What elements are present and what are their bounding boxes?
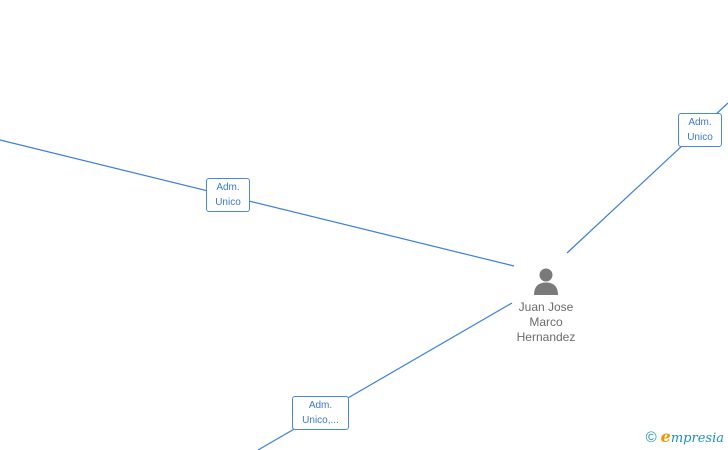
relation-label-left[interactable]: Adm. Unico <box>206 178 250 212</box>
relation-label-line2: Unico,... <box>302 415 339 426</box>
person-name[interactable]: Juan Jose Marco Hernandez <box>500 300 592 345</box>
brand-name: mpresia <box>670 431 724 446</box>
person-node[interactable]: Juan Jose Marco Hernandez <box>500 266 592 345</box>
relation-label-line1: Adm. <box>216 182 240 193</box>
relation-label-line1: Adm. <box>688 117 712 128</box>
person-name-line2: Marco <box>529 315 563 329</box>
relation-label-line1: Adm. <box>308 400 333 411</box>
edge-left-company <box>0 139 515 267</box>
relation-label-line2: Unico <box>215 197 241 208</box>
footer-brand: © empresia <box>645 427 724 447</box>
relation-label-line2: Unico <box>687 132 713 143</box>
person-icon <box>534 268 558 295</box>
relation-label-top-right[interactable]: Adm. Unico <box>678 113 722 147</box>
relation-label-bottom[interactable]: Adm. Unico,... <box>292 396 349 430</box>
copyright-icon: © <box>645 429 657 446</box>
brand-initial: e <box>660 427 671 446</box>
brand-logo[interactable]: empresia <box>660 427 724 447</box>
person-name-line3: Hernandez <box>516 330 576 344</box>
person-name-line1: Juan Jose <box>518 300 574 314</box>
